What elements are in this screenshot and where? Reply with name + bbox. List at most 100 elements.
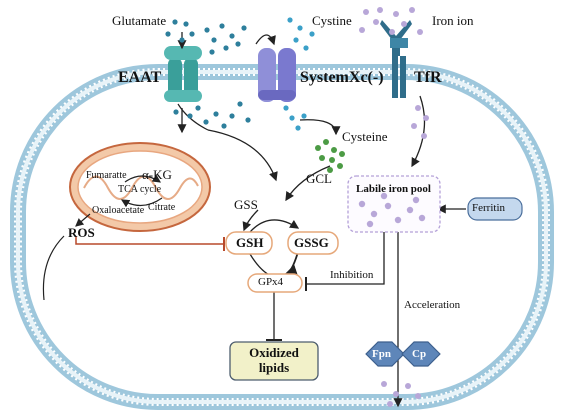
cystine-label: Cystine bbox=[312, 13, 352, 28]
iron-ion bbox=[415, 105, 421, 111]
akg-label: α-KG bbox=[142, 167, 172, 182]
fumaratte-label: Fumaratte bbox=[86, 170, 127, 181]
iron-ion bbox=[393, 11, 399, 17]
cystine-molecule bbox=[297, 25, 303, 31]
cystine-molecule bbox=[293, 37, 299, 43]
cysteine-molecule bbox=[327, 167, 333, 173]
cysteine-molecule bbox=[329, 157, 335, 163]
glutamate-molecule bbox=[172, 19, 178, 25]
glutamate-molecule bbox=[229, 33, 235, 39]
iron-ion bbox=[394, 216, 402, 224]
cysteine-molecule bbox=[331, 147, 337, 153]
iron-ion bbox=[417, 29, 423, 35]
iron-ion bbox=[370, 210, 378, 218]
iron-ion bbox=[415, 393, 421, 399]
iron-ion bbox=[393, 391, 399, 397]
iron-ion bbox=[406, 206, 414, 214]
systemxc-label: SystemXc(-) bbox=[300, 69, 384, 86]
fpn-label: Fpn bbox=[372, 348, 391, 360]
glutamate-molecule bbox=[173, 109, 179, 115]
glutamate-molecule bbox=[195, 105, 201, 111]
cysteine-molecule bbox=[337, 163, 343, 169]
tfr-label: TfR bbox=[414, 69, 442, 86]
iron-ion bbox=[418, 214, 426, 222]
iron-ion bbox=[380, 192, 388, 200]
glutamate-label: Glutamate bbox=[112, 13, 167, 28]
iron-ion bbox=[409, 7, 415, 13]
iron-ion bbox=[381, 381, 387, 387]
iron-ion bbox=[387, 401, 393, 407]
glutamate-molecule bbox=[165, 31, 171, 37]
labile-iron-pool-label: Labile iron pool bbox=[356, 183, 431, 195]
iron-ion bbox=[359, 27, 365, 33]
gss-label: GSS bbox=[234, 197, 258, 212]
gssg-box bbox=[287, 231, 339, 255]
iron-ion bbox=[373, 19, 379, 25]
iron-ion bbox=[421, 133, 427, 139]
iron-ion bbox=[401, 21, 407, 27]
glutamate-molecule bbox=[235, 41, 241, 47]
ros-label: ROS bbox=[68, 225, 95, 240]
iron-ion bbox=[412, 196, 420, 204]
iron-ion bbox=[405, 383, 411, 389]
eaat-transporter bbox=[164, 46, 202, 102]
labile-iron-pool-box bbox=[347, 175, 441, 233]
cysteine-molecule bbox=[339, 151, 345, 157]
cysteine-label: Cysteine bbox=[342, 129, 388, 144]
systemxc-transporter bbox=[258, 48, 296, 102]
glutamate-molecule bbox=[221, 123, 227, 129]
iron-ion bbox=[358, 200, 366, 208]
glutamate-molecule bbox=[203, 119, 209, 125]
iron-ion bbox=[366, 220, 374, 228]
eaat-label: EAAT bbox=[118, 69, 162, 86]
cysteine-molecule bbox=[319, 155, 325, 161]
ferritin-label: Ferritin bbox=[472, 202, 505, 214]
cp-label: Cp bbox=[412, 348, 427, 360]
iron-ion bbox=[411, 123, 417, 129]
citrate-label: Citrate bbox=[148, 202, 176, 213]
glutamate-molecule bbox=[209, 49, 215, 55]
cystine-molecule bbox=[309, 31, 315, 37]
cystine-molecule bbox=[283, 105, 289, 111]
iron-ion-label: Iron ion bbox=[432, 13, 474, 28]
cystine-molecule bbox=[303, 45, 309, 51]
gssg-label: GSSG bbox=[294, 235, 329, 250]
gpx4-box bbox=[247, 273, 303, 293]
cysteine-molecule bbox=[323, 139, 329, 145]
glutamate-molecule bbox=[223, 45, 229, 51]
gcl-label: GCL bbox=[306, 171, 332, 186]
cystine-molecule bbox=[287, 17, 293, 23]
molecule-dots bbox=[165, 7, 429, 407]
iron-ion bbox=[377, 7, 383, 13]
mitochondria bbox=[69, 142, 211, 232]
cystine-molecule bbox=[295, 125, 301, 131]
glutamate-molecule bbox=[189, 31, 195, 37]
ferritin-box bbox=[467, 197, 523, 221]
tca-cycle-label: TCA cycle bbox=[118, 184, 162, 195]
cysteine-molecule bbox=[315, 145, 321, 151]
tca-cycle-arrows bbox=[120, 174, 163, 208]
glutamate-molecule bbox=[179, 37, 185, 43]
cystine-molecule bbox=[301, 113, 307, 119]
iron-ion bbox=[423, 115, 429, 121]
gsh-box bbox=[225, 231, 273, 255]
glutamate-molecule bbox=[204, 27, 210, 33]
oxaloacetate-label: Oxaloacetate bbox=[92, 205, 145, 216]
inhibition-label: Inhibition bbox=[330, 269, 374, 281]
glutamate-molecule bbox=[183, 21, 189, 27]
glutamate-molecule bbox=[241, 25, 247, 31]
glutamate-molecule bbox=[245, 117, 251, 123]
acceleration-label: Acceleration bbox=[404, 299, 461, 311]
iron-ion bbox=[389, 29, 395, 35]
glutamate-molecule bbox=[237, 101, 243, 107]
cp-shape bbox=[401, 341, 441, 367]
iron-ion bbox=[363, 9, 369, 15]
gsh-label: GSH bbox=[236, 235, 264, 250]
glutamate-molecule bbox=[187, 113, 193, 119]
oxidized-lipids-box bbox=[229, 341, 319, 381]
tfr-receptor bbox=[380, 20, 412, 98]
oxidized-lipids-label: Oxidized lipids bbox=[249, 345, 299, 375]
glutamate-molecule bbox=[229, 113, 235, 119]
